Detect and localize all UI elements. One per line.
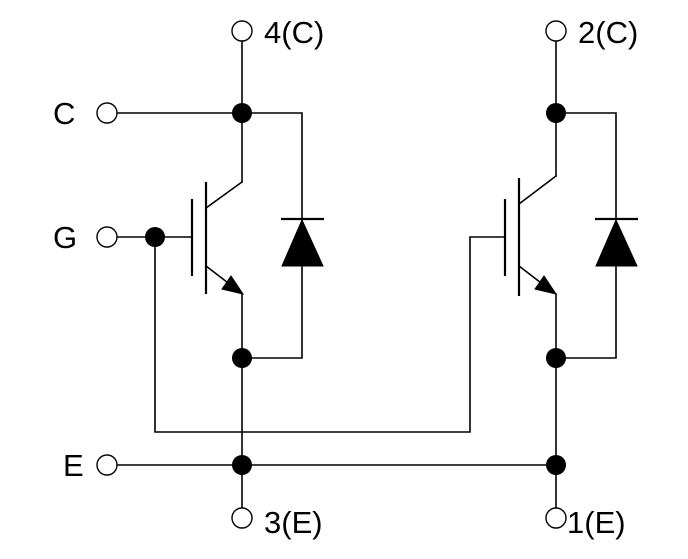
left-diode xyxy=(241,217,324,359)
label-t4: 4(C) xyxy=(264,15,324,50)
left-diode-triangle xyxy=(281,218,324,267)
left-igbt-emitter-arrow xyxy=(221,275,245,295)
terminals xyxy=(96,20,567,529)
right-igbt-symbol xyxy=(503,174,558,359)
junction-gate xyxy=(145,227,165,247)
junction-left-e-bus xyxy=(232,455,252,475)
left-igbt-collector-leg xyxy=(204,180,244,210)
terminal-2c xyxy=(545,20,567,42)
wire-gate-crossover xyxy=(154,236,506,433)
label-t2: 2(C) xyxy=(578,15,638,50)
junction-left-collector xyxy=(232,103,252,123)
label-t1: 1(E) xyxy=(567,505,626,540)
wire-right-diode-top xyxy=(555,112,617,219)
junction-left-emitter xyxy=(232,348,252,368)
label-e: E xyxy=(63,448,84,483)
terminal-3e xyxy=(231,507,253,529)
wire-right-diode-bottom xyxy=(555,265,617,359)
label-c: C xyxy=(53,96,75,131)
junction-right-collector xyxy=(546,103,566,123)
junction-right-emitter xyxy=(546,348,566,368)
terminal-e xyxy=(96,454,118,476)
wire-left-diode-top xyxy=(241,112,303,219)
terminal-4c xyxy=(231,20,253,42)
right-diode-triangle xyxy=(595,218,638,267)
left-igbt-symbol xyxy=(190,180,245,359)
right-igbt-collector-leg xyxy=(517,174,558,206)
label-t3: 3(E) xyxy=(264,505,323,540)
terminal-g xyxy=(96,226,118,248)
label-g: G xyxy=(53,220,77,255)
right-igbt-leg xyxy=(503,40,638,509)
junction-right-e-bus xyxy=(546,455,566,475)
junction-dots xyxy=(145,103,566,475)
terminal-labels: 4(C) 2(C) C G E 3(E) 1(E) xyxy=(53,15,638,540)
left-igbt-leg xyxy=(116,40,506,509)
terminal-c xyxy=(96,102,118,124)
right-igbt-emitter-arrow xyxy=(534,275,558,295)
terminal-1e xyxy=(545,507,567,529)
right-diode xyxy=(555,217,638,359)
wire-left-diode-bottom xyxy=(241,265,303,359)
